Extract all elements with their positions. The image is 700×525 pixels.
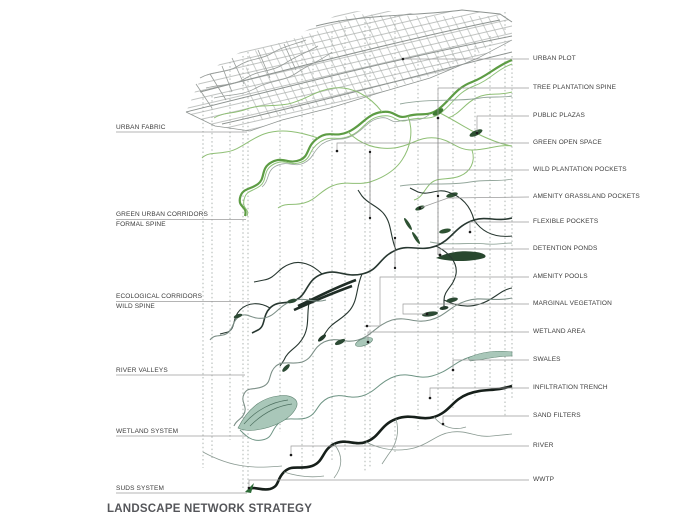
leader-lines [248,58,530,488]
wild-spine-path [251,217,513,334]
plantation-pockets [404,129,483,244]
label-river: RIVER [533,442,554,449]
label-wwtp: WWTP [533,476,555,483]
label-wetland-system: WETLAND SYSTEM [116,428,179,435]
connector-lines [369,118,439,268]
formal-spine-ribbon [238,58,513,217]
label-flexible-pockets: FLEXIBLE POCKETS [533,218,599,225]
label-detention-ponds: DETENTION PONDS [533,245,598,252]
label-formal-spine: FORMAL SPINE [116,221,166,228]
label-public-plazas: PUBLIC PLAZAS [533,112,585,119]
label-amenity-grassland-pockets: AMENITY GRASSLAND POCKETS [533,193,640,200]
label-swales: SWALES [533,356,561,363]
suds-layer [202,384,513,493]
label-river-valleys: RIVER VALLEYS [116,367,168,374]
left-label-rules [116,131,250,494]
node-dots [247,57,479,490]
label-green-open-space: GREEN OPEN SPACE [533,139,602,146]
label-urban-plot: URBAN PLOT [533,55,576,62]
label-marginal-vegetation: MARGINAL VEGETATION [533,300,612,307]
label-infiltration-trench: INFILTRATION TRENCH [533,384,608,391]
label-wild-spine: WILD SPINE [116,303,155,310]
label-urban-fabric: URBAN FABRIC [116,124,166,131]
label-ecological-corridors: ECOLOGICAL CORRIDORS [116,293,203,300]
label-wild-plantation-pockets: WILD PLANTATION POCKETS [533,166,627,173]
river-path [248,384,513,491]
detention-pond-patch [436,251,486,261]
diagram-title: LANDSCAPE NETWORK STRATEGY [107,503,313,515]
urban-fabric-grid [185,9,513,132]
wetland-layer [237,337,513,441]
label-wetland-area: WETLAND AREA [533,328,586,335]
label-amenity-pools: AMENITY POOLS [533,273,588,280]
label-green-urban-corridors: GREEN URBAN CORRIDORS [116,211,208,218]
label-sand-filters: SAND FILTERS [533,412,581,419]
label-tree-plantation-spine: TREE PLANTATION SPINE [533,84,617,91]
river-valleys-layer [209,297,513,427]
label-suds-system: SUDS SYSTEM [116,485,165,492]
